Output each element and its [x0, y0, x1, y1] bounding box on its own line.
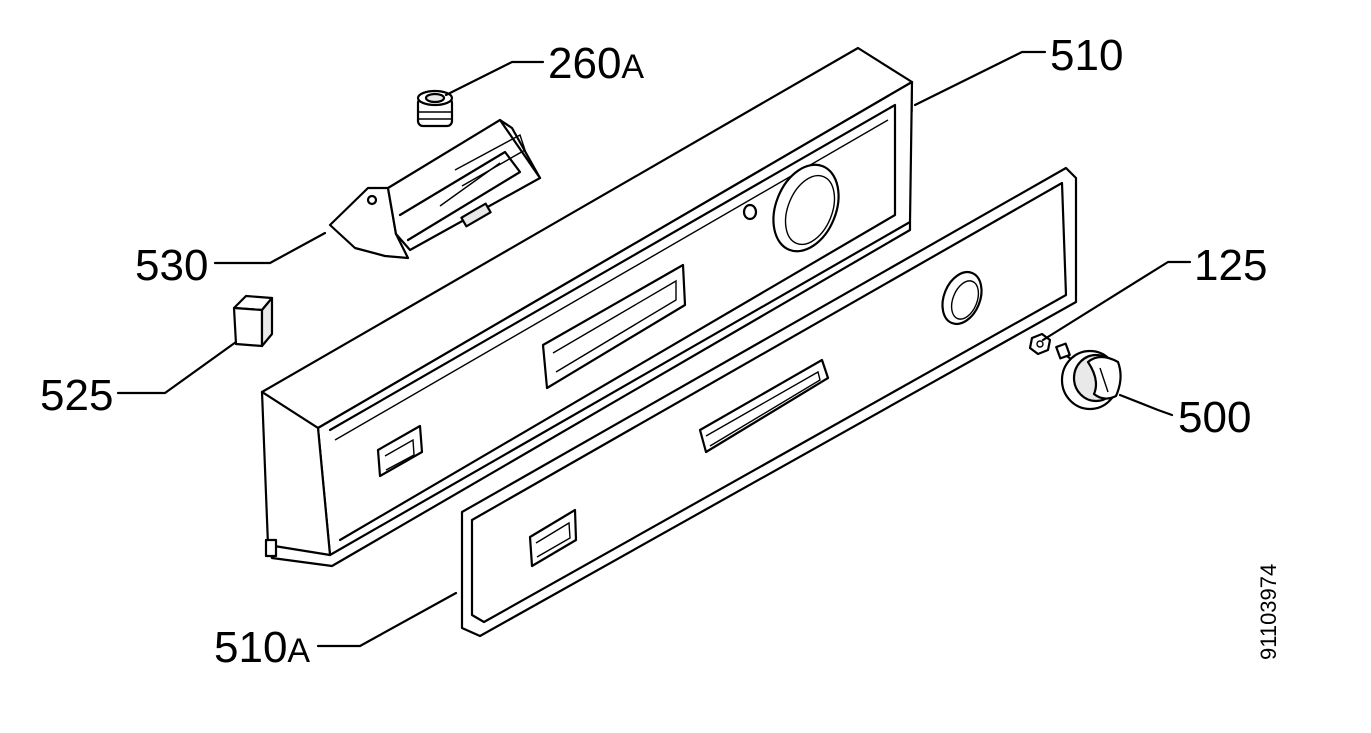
label-510: 510: [1050, 31, 1123, 80]
clip-part: [232, 294, 274, 348]
grommet-part: [416, 89, 454, 128]
label-500: 500: [1178, 393, 1251, 442]
bracket-part: [328, 118, 542, 260]
label-510a: 510A: [214, 623, 310, 672]
front-trim-panel: [460, 166, 1078, 638]
label-125: 125: [1194, 241, 1267, 290]
leader-lines: [116, 50, 1192, 648]
label-260a: 260A: [548, 39, 644, 88]
label-525: 525: [40, 371, 113, 420]
label-530: 530: [135, 241, 208, 290]
control-panel-housing: [260, 46, 914, 568]
knob-part: [1055, 342, 1122, 411]
drawing-code: 91103974: [1256, 564, 1281, 660]
